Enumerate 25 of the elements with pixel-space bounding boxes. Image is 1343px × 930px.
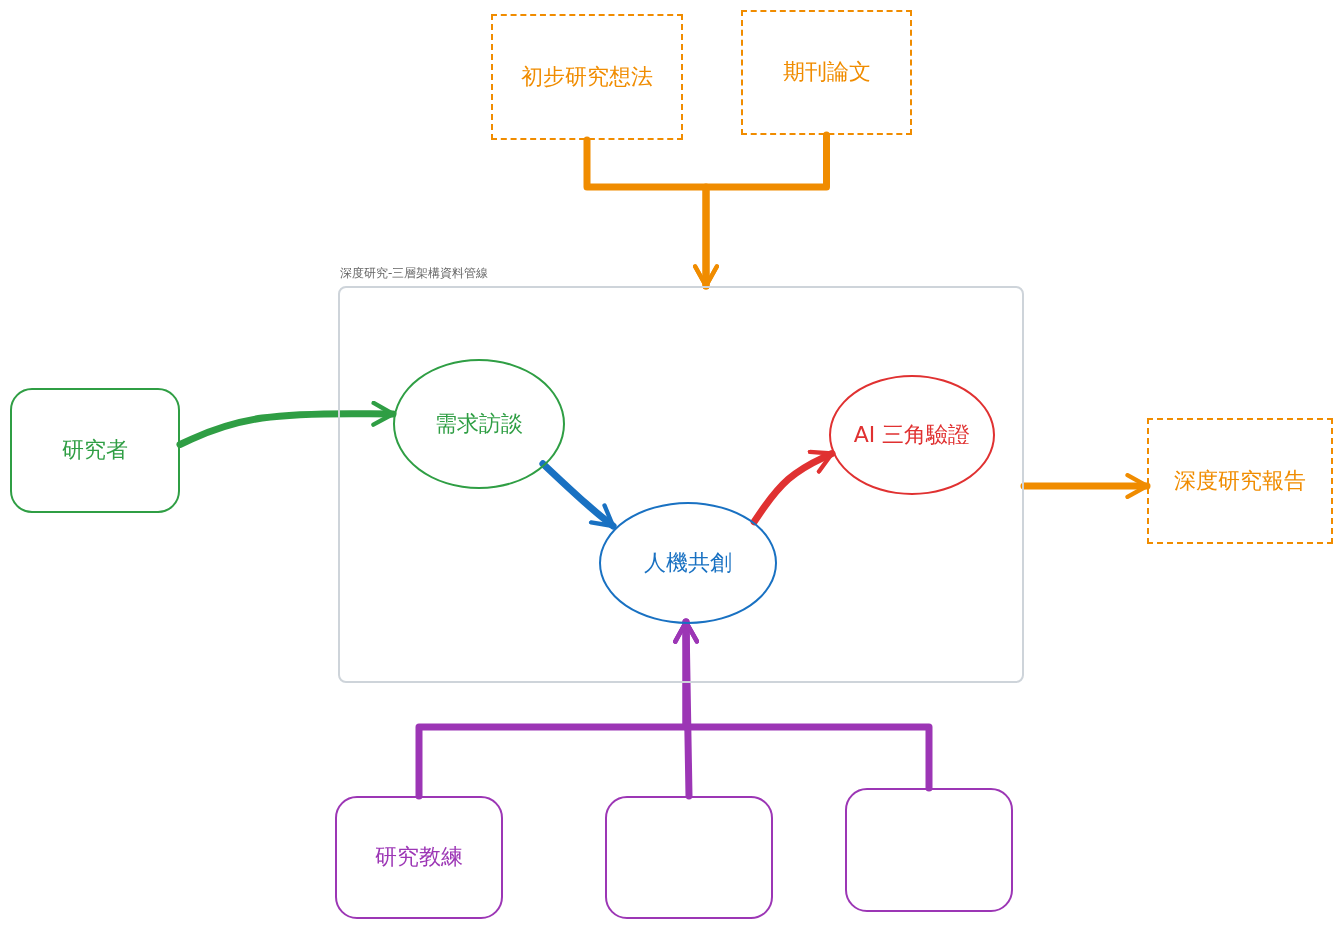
node-label: 研究教練 [374, 843, 464, 872]
arrow [176, 400, 397, 448]
node-label: 研究者 [61, 436, 129, 465]
note-box [491, 14, 683, 140]
node-label: AI 三角驗證 [852, 420, 972, 449]
process-ellipse [829, 375, 995, 495]
arrow [750, 449, 836, 526]
arrow [539, 460, 617, 530]
output-box [1147, 418, 1333, 544]
node-label: 需求訪談 [434, 409, 524, 438]
node-label: 期刊論文 [781, 58, 872, 87]
node-label: 人機共創 [643, 548, 733, 577]
box-shape [845, 788, 1013, 912]
process-ellipse [393, 359, 565, 489]
arrow [693, 131, 830, 290]
box-shape [605, 796, 773, 919]
actor-box [10, 388, 180, 513]
process-ellipse [599, 502, 777, 624]
note-box [741, 10, 912, 135]
arrow [1020, 473, 1151, 499]
node-label: 深度研究報告 [1173, 466, 1307, 495]
node-label: 初步研究想法 [520, 62, 654, 91]
group-title: 深度研究-三層架構資料管線 [340, 266, 489, 282]
arrow [673, 618, 933, 792]
source-box [335, 796, 503, 919]
